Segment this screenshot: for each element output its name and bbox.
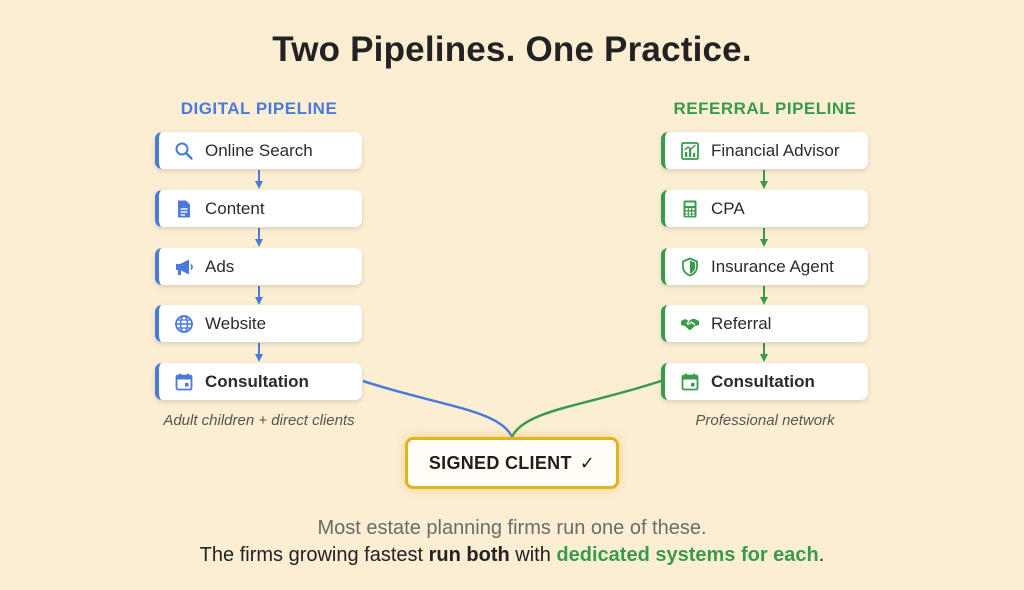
step-label: Referral (711, 313, 772, 333)
document-icon (174, 199, 194, 219)
check-icon: ✓ (579, 452, 596, 473)
search-icon (174, 141, 194, 161)
footer-line-2-pre: The firms growing fastest (199, 544, 429, 566)
calendar-icon (174, 372, 194, 392)
referral-pipeline-heading: REFERRAL PIPELINE (673, 99, 857, 118)
step-label: CPA (711, 198, 745, 218)
signed-client-label: SIGNED CLIENT (428, 452, 572, 473)
digital-step-consultation: Consultation (155, 363, 362, 400)
megaphone-icon (174, 257, 194, 277)
digital-caption: Adult children + direct clients (163, 412, 355, 429)
referral-step-consultation: Consultation (661, 363, 868, 400)
footer-line-2: The firms growing fastest run both with … (0, 544, 1024, 567)
referral-step-referral: Referral (661, 305, 868, 342)
footer-line-1: Most estate planning firms run one of th… (317, 517, 707, 539)
step-label: Consultation (711, 371, 815, 391)
globe-icon (174, 314, 194, 334)
step-label: Content (205, 198, 265, 218)
handshake-icon (680, 314, 700, 334)
calendar-icon (680, 372, 700, 392)
referral-step-cpa: CPA (661, 190, 868, 227)
footer-line-2-bold: run both (428, 544, 510, 566)
page-title: Two Pipelines. One Practice. (272, 30, 752, 69)
digital-step-website: Website (155, 305, 362, 342)
footer-line-2-mid: with (509, 544, 557, 566)
referral-merge-line (510, 379, 662, 438)
step-label: Online Search (205, 140, 313, 160)
digital-step-content: Content (155, 190, 362, 227)
digital-pipeline-heading: DIGITAL PIPELINE (180, 99, 338, 118)
digital-step-ads: Ads (155, 248, 362, 285)
signed-client-box: SIGNED CLIENT ✓ (405, 437, 619, 489)
calculator-icon (680, 199, 700, 219)
step-label: Website (205, 313, 267, 333)
referral-step-insurance-agent: Insurance Agent (661, 248, 868, 285)
footer-line-2-end: . (818, 544, 825, 566)
step-label: Insurance Agent (711, 256, 834, 276)
referral-caption: Professional network (695, 412, 835, 429)
digital-merge-line (362, 379, 514, 438)
step-label: Financial Advisor (711, 140, 840, 160)
referral-step-financial-advisor: Financial Advisor (661, 132, 868, 169)
step-label: Consultation (205, 371, 309, 391)
digital-step-online-search: Online Search (155, 132, 362, 169)
shield-icon (680, 257, 700, 277)
chart-icon (680, 141, 700, 161)
step-label: Ads (205, 256, 235, 276)
footer-line-2-green: dedicated systems for each (556, 544, 819, 566)
